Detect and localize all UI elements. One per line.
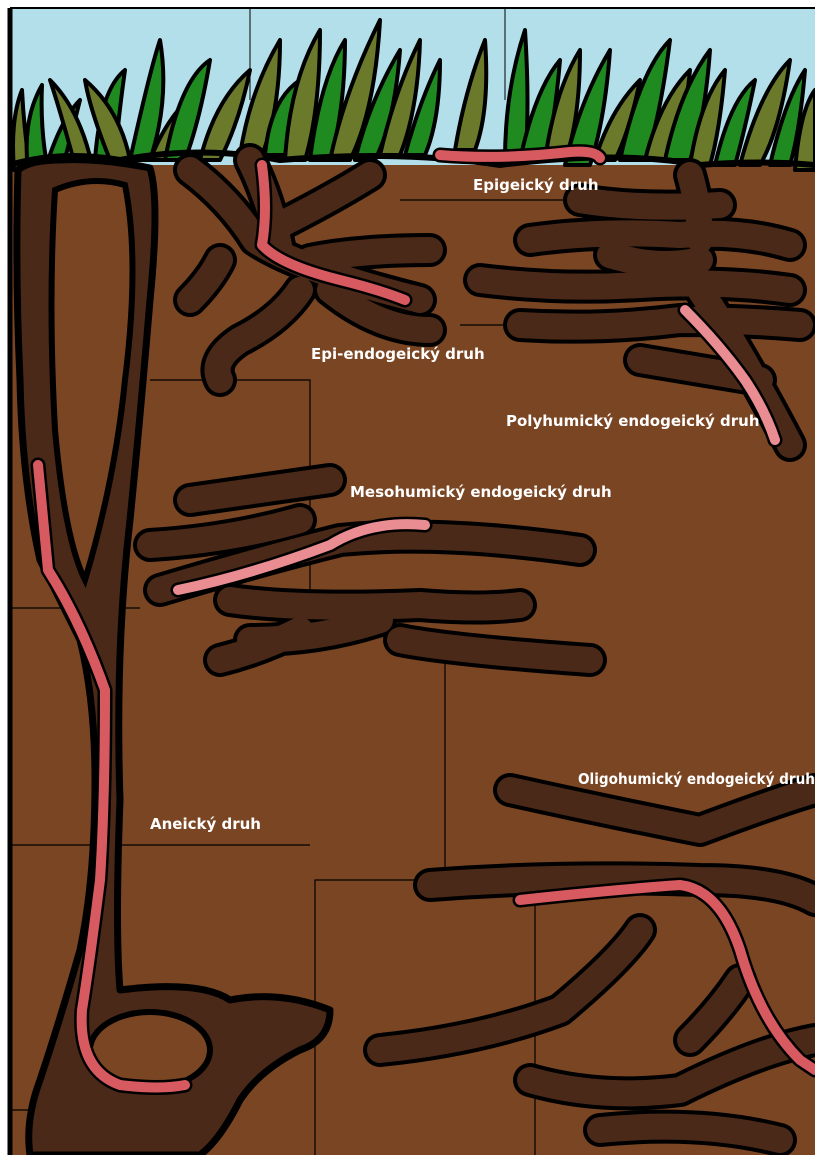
- label-epi-endogeic: Epi-endogeický druh: [311, 345, 485, 363]
- label-epigeic: Epigeický druh: [473, 176, 599, 194]
- label-mesohumic: Mesohumický endogeický druh: [350, 483, 612, 501]
- label-anecic: Aneický druh: [150, 815, 261, 833]
- epigeic-worm-icon: [440, 152, 600, 158]
- label-oligohumic: Oligohumický endogeický druh: [578, 770, 815, 788]
- label-polyhumic: Polyhumický endogeický druh: [506, 412, 760, 430]
